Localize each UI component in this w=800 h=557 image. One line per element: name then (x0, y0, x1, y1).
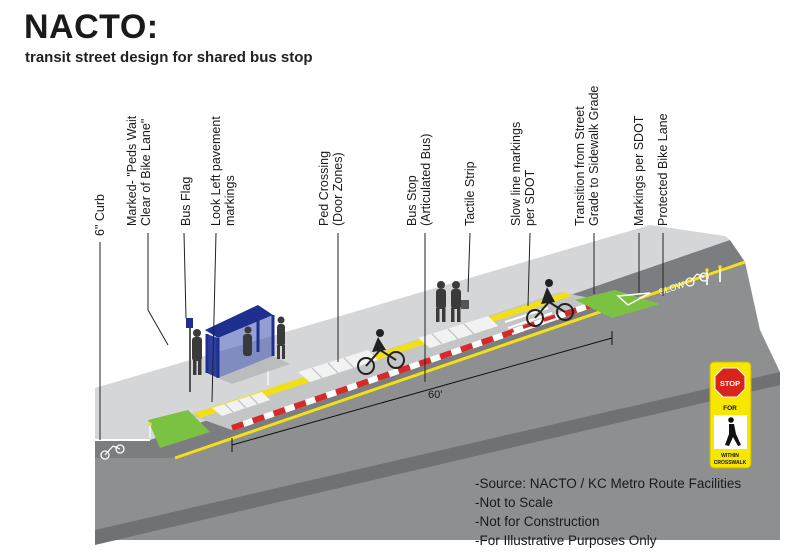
svg-text:Transition from Street: Transition from Street (573, 106, 587, 226)
svg-text:CROSSWALK: CROSSWALK (714, 460, 747, 466)
pedestrian-icon (725, 417, 741, 446)
dimension-label: 60' (428, 389, 442, 401)
road-edge (95, 372, 780, 545)
svg-text:Protected Bike Lane: Protected Bike Lane (656, 113, 670, 226)
pedestrians (192, 281, 469, 375)
green-chevron (616, 292, 651, 306)
svg-text:Slow line markings: Slow line markings (509, 122, 523, 226)
callout-protected-lane: Protected Bike Lane (656, 113, 670, 226)
callout-slow-line: Slow line markings per SDOT (509, 122, 537, 226)
svg-text:markings: markings (223, 175, 237, 226)
callout-tactile: Tactile Strip (463, 161, 477, 226)
svg-text:Bus Flag: Bus Flag (179, 177, 193, 226)
svg-text:Markings per SDOT: Markings per SDOT (632, 115, 646, 226)
green-bike-zone-right (575, 290, 660, 318)
callout-leaders (99, 232, 664, 440)
svg-text:FOR: FOR (723, 405, 737, 412)
svg-text:Bus Stop: Bus Stop (405, 175, 419, 226)
svg-text:Ped Crossing: Ped Crossing (317, 151, 331, 226)
svg-text:Grade to Sidewalk Grade: Grade to Sidewalk Grade (587, 86, 601, 226)
green-bike-zone-left (148, 410, 210, 448)
note-illustrative: -For Illustrative Purposes Only (475, 533, 657, 548)
bus-flag (186, 318, 193, 328)
note-source: -Source: NACTO / KC Metro Route Faciliti… (475, 476, 742, 491)
bus-platform (190, 292, 600, 430)
page-title: NACTO: (24, 8, 159, 46)
bollards (149, 268, 721, 438)
red-curb-edge (231, 299, 601, 431)
note-construction: -Not for Construction (475, 514, 600, 529)
bike-symbol-left (100, 444, 125, 460)
callout-bus-flag: Bus Flag (179, 177, 193, 226)
cyclists (357, 279, 574, 375)
svg-text:Clear of Bike Lane": Clear of Bike Lane" (139, 119, 153, 226)
callout-bus-stop: Bus Stop (Articulated Bus) (405, 134, 433, 226)
callout-ped-crossing: Ped Crossing (Door Zones) (317, 151, 345, 226)
svg-text:(Door Zones): (Door Zones) (331, 152, 345, 226)
callout-curb: 6" Curb (93, 194, 107, 236)
svg-text:(Articulated Bus): (Articulated Bus) (419, 134, 433, 226)
callout-look-left: Look Left pavement markings (209, 116, 237, 226)
dimension-60ft (231, 331, 613, 452)
svg-text:Tactile Strip: Tactile Strip (463, 161, 477, 226)
svg-text:Look Left pavement: Look Left pavement (209, 116, 223, 226)
callout-peds-wait: Marked- "Peds Wait Clear of Bike Lane" (125, 115, 153, 226)
page-subtitle: transit street design for shared bus sto… (25, 49, 313, 66)
note-scale: -Not to Scale (475, 495, 554, 510)
road-yellow-line (174, 260, 746, 460)
svg-text:WITHIN: WITHIN (721, 453, 739, 459)
roadway (95, 262, 780, 540)
stop-for-pedestrian-sign: STOP FOR WITHIN CROSSWALK (709, 361, 752, 469)
stop-octagon-icon (714, 367, 746, 398)
svg-text:6" Curb: 6" Curb (93, 194, 107, 236)
footnotes: -Source: NACTO / KC Metro Route Faciliti… (475, 474, 741, 550)
callout-markings-sdot: Markings per SDOT (632, 115, 646, 226)
svg-text:STOP: STOP (720, 379, 740, 388)
svg-text:Marked- "Peds Wait: Marked- "Peds Wait (125, 115, 139, 226)
crosswalk-stripes (224, 323, 475, 413)
callout-transition: Transition from Street Grade to Sidewalk… (573, 86, 601, 226)
svg-text:per SDOT: per SDOT (523, 169, 537, 226)
sidewalk (95, 225, 730, 440)
